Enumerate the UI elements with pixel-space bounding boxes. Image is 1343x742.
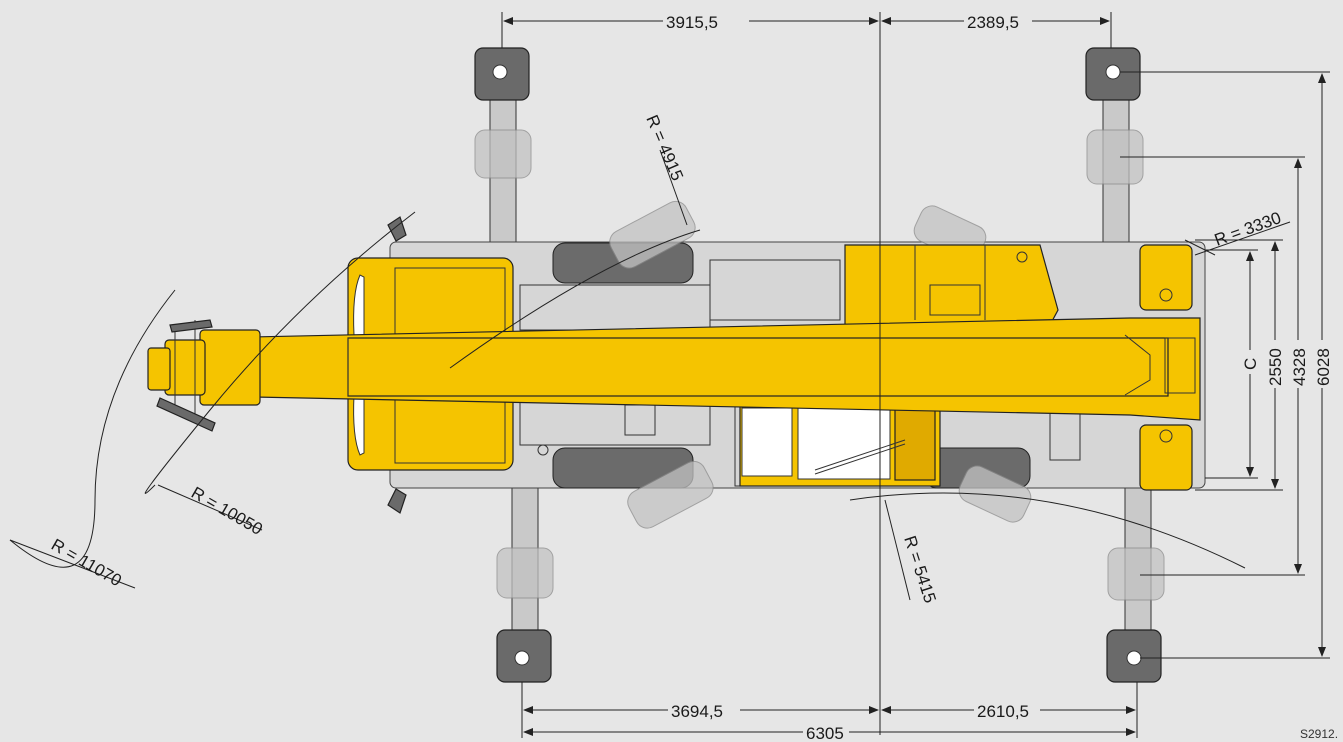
dimension-labels: 3915,5 2389,5 3694,5 2610,5 6305 C 2550 … bbox=[663, 10, 1334, 742]
drawing-code: S2912. bbox=[1300, 727, 1338, 741]
telescopic-boom bbox=[147, 317, 1201, 432]
dim-right-4328: 4328 bbox=[1290, 348, 1309, 386]
crane-cab bbox=[739, 399, 941, 487]
radius-3330-label: R = 3330 bbox=[1212, 208, 1284, 250]
radius-4915-label: R = 4915 bbox=[642, 112, 687, 183]
radius-10050-label: R = 10050 bbox=[188, 483, 266, 539]
dim-bottom-total: 6305 bbox=[806, 724, 844, 742]
dim-right-2550: 2550 bbox=[1266, 348, 1285, 386]
superstructure bbox=[844, 244, 1193, 491]
radius-5415-label: R = 5415 bbox=[900, 533, 940, 605]
outrigger-pads bbox=[474, 47, 1165, 683]
dim-right-c: C bbox=[1241, 358, 1260, 370]
dim-top-right: 2389,5 bbox=[967, 13, 1019, 32]
radius-11070-label: R = 11070 bbox=[48, 535, 125, 590]
dim-bottom-left: 3694,5 bbox=[671, 702, 723, 721]
dim-bottom-right: 2610,5 bbox=[977, 702, 1029, 721]
dim-right-6028: 6028 bbox=[1314, 348, 1333, 386]
dim-top-left: 3915,5 bbox=[666, 13, 718, 32]
